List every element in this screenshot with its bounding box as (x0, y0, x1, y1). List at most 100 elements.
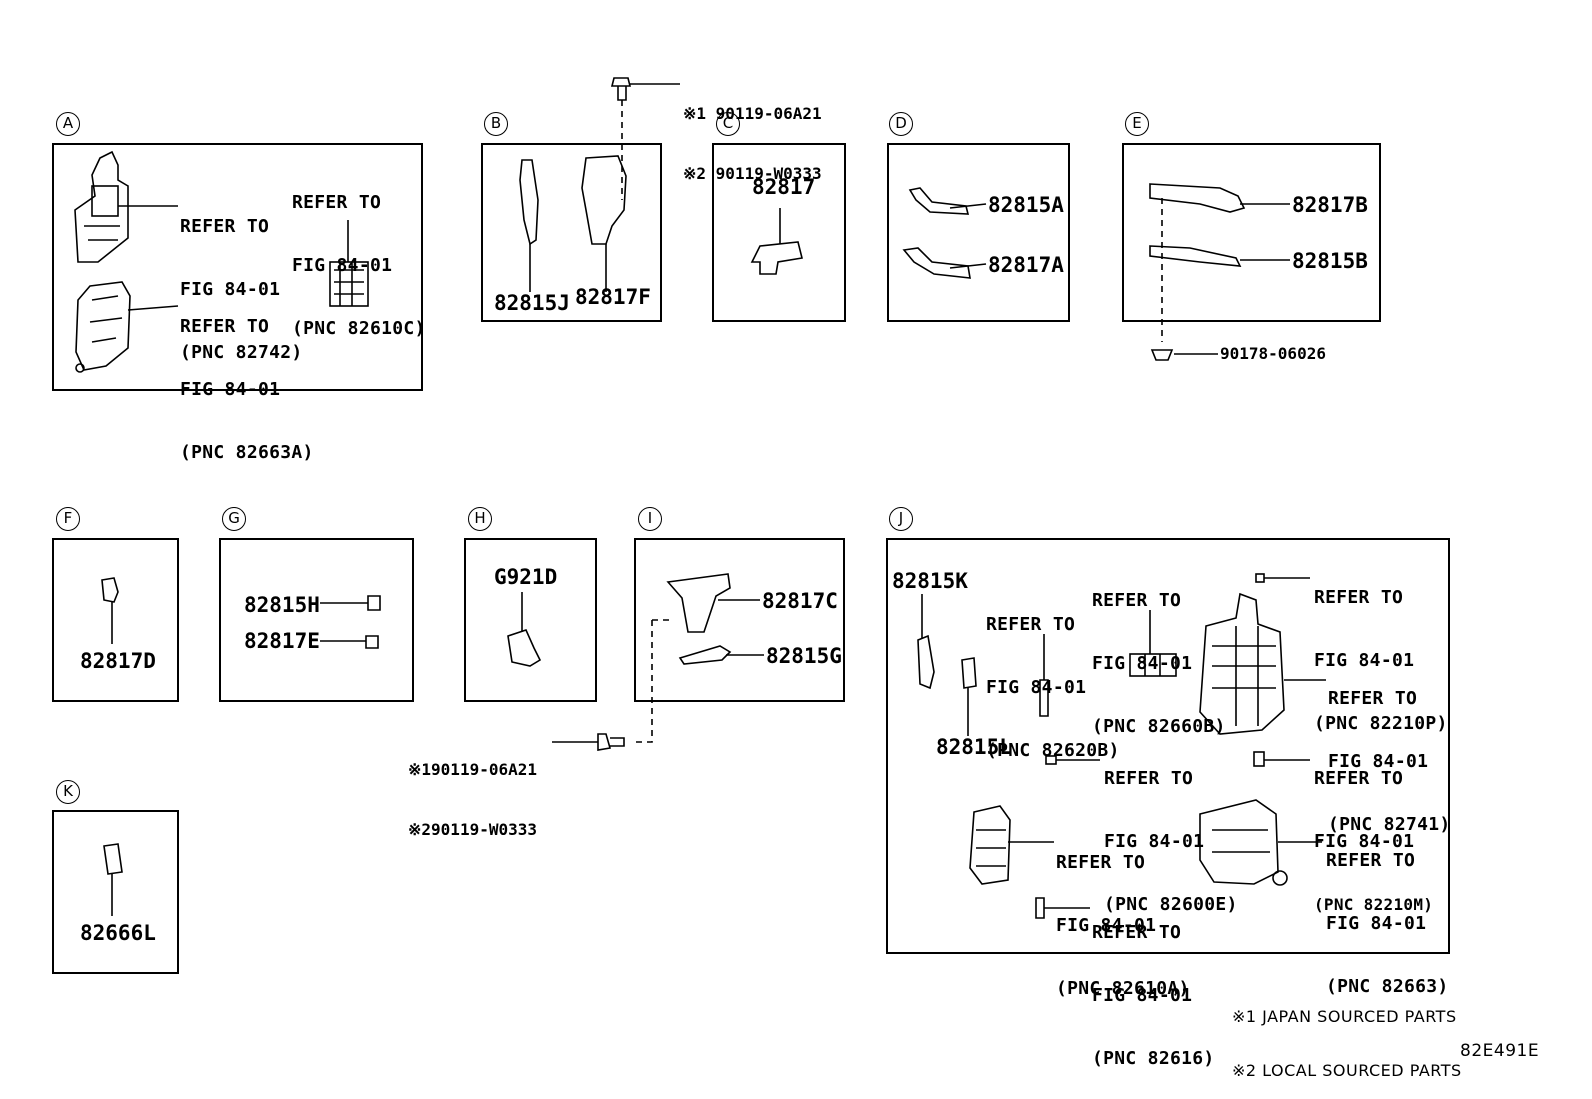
bolt-top-label[interactable]: ※1 90119-06A21 ※2 90119-W0333 (683, 64, 822, 204)
ref-82742[interactable]: REFER TO FIG 84-01 (PNC 82742) (180, 174, 303, 384)
ref-line3: (PNC 82210M) (1314, 895, 1434, 914)
ref-82210M[interactable]: REFER TO FIG 84-01 (PNC 82210M) (1314, 726, 1433, 936)
part-82817D-illustration (101, 577, 119, 603)
ref-line2: FIG 84-01 (986, 677, 1087, 698)
ref-line1: REFER TO (1092, 590, 1182, 611)
bolt-top-line2: ※2 90119-W0333 (683, 164, 822, 183)
ref-line3: (PNC 82742) (180, 342, 303, 363)
ref-82610A[interactable]: REFER TO FIG 84-01 (PNC 82610A) (1056, 810, 1190, 1020)
panel-k (52, 810, 179, 974)
panel-letter-g: G (222, 507, 246, 531)
ref-82663[interactable]: REFER TO FIG 84-01 (PNC 82663) (1326, 808, 1449, 1018)
part-label-82817B[interactable]: 82817B (1292, 193, 1368, 217)
part-82610C-illustration (329, 261, 369, 307)
panel-f (52, 538, 179, 702)
panel-letter-a: A (56, 112, 80, 136)
part-82815H-illustration (367, 595, 381, 611)
ref-line2: FIG 84-01 (1326, 913, 1427, 934)
part-label-82666L[interactable]: 82666L (80, 921, 156, 945)
bolt-bottom-illustration (597, 733, 625, 751)
panel-a (52, 143, 423, 391)
panel-g (219, 538, 414, 702)
part-label-82815L[interactable]: 82815L (936, 735, 1012, 759)
part-label-82817C[interactable]: 82817C (762, 589, 838, 613)
panel-b (481, 143, 662, 322)
ref-line2: FIG 84-01 (292, 255, 393, 276)
ref-line1: REFER TO (1314, 587, 1404, 608)
part-label-82817[interactable]: 82817 (752, 175, 816, 199)
part-82610A-illustration (969, 805, 1011, 885)
ref-line1: REFER TO (292, 192, 382, 213)
ref-82741[interactable]: REFER TO FIG 84-01 (PNC 82741) (1328, 646, 1451, 856)
ref-line2: FIG 84-01 (1328, 751, 1429, 772)
part-label-82815B[interactable]: 82815B (1292, 249, 1368, 273)
ref-line1: REFER TO (1328, 688, 1418, 709)
panel-j (886, 538, 1450, 954)
ref-line2: FIG 84-01 (1056, 915, 1157, 936)
ref-82610C[interactable]: REFER TO FIG 84-01 (PNC 82610C) (292, 150, 426, 360)
ref-line1: REFER TO (180, 216, 270, 237)
ref-line1: REFER TO (1056, 852, 1146, 873)
part-82817B-illustration (1149, 183, 1246, 213)
ref-line2: FIG 84-01 (180, 279, 281, 300)
part-label-82815K[interactable]: 82815K (892, 569, 968, 593)
part-82815K-illustration (917, 634, 935, 690)
ref-82600E[interactable]: REFER TO FIG 84-01 (PNC 82600E) (1104, 726, 1238, 936)
part-label-82815H[interactable]: 82815H (244, 593, 320, 617)
ref-82616[interactable]: REFER TO FIG 84-01 (PNC 82616) (1092, 880, 1215, 1090)
panel-h (464, 538, 597, 702)
ref-82660B[interactable]: REFER TO FIG 84-01 (PNC 82660B) (1092, 548, 1226, 758)
part-label-90178-06026[interactable]: 90178-06026 (1220, 344, 1326, 363)
panel-c (712, 143, 846, 322)
ref-line1: REFER TO (1104, 768, 1194, 789)
ref-line2: FIG 84-01 (1314, 831, 1415, 852)
ref-82620B[interactable]: REFER TO FIG 84-01 (PNC 82620B) (986, 572, 1120, 782)
ref-82663A[interactable]: REFER TO FIG 84-01 (PNC 82663A) (180, 274, 314, 484)
bolt-top-illustration (610, 77, 632, 101)
legend-local: ※2 LOCAL SOURCED PARTS (1232, 1061, 1462, 1080)
ref-82210P[interactable]: REFER TO FIG 84-01 (PNC 82210P) (1314, 545, 1448, 755)
ref-line3: (PNC 82660B) (1092, 716, 1226, 737)
part-G921D-illustration (507, 629, 542, 667)
part-82817C-illustration (666, 573, 731, 633)
panel-d (887, 143, 1070, 322)
ref-line3: (PNC 82663A) (180, 442, 314, 463)
part-82815L-illustration (961, 657, 977, 689)
ref-line1: REFER TO (1314, 768, 1404, 789)
part-82741-illustration (1199, 592, 1285, 735)
ref-line1: REFER TO (986, 614, 1076, 635)
part-82817E-illustration (365, 635, 379, 649)
ref-line2: FIG 84-01 (1104, 831, 1205, 852)
ref-line3: (PNC 82210P) (1314, 713, 1448, 734)
part-label-82817A[interactable]: 82817A (988, 253, 1064, 277)
panel-letter-c: C (716, 112, 740, 136)
ref-line3: (PNC 82663) (1326, 976, 1449, 997)
part-82663A-illustration (75, 281, 131, 373)
ref-line1: REFER TO (1092, 922, 1182, 943)
clip-90178-illustration (1150, 349, 1174, 361)
ref-line3: (PNC 82620B) (986, 740, 1120, 761)
panel-letter-d: D (889, 112, 913, 136)
part-label-82817F[interactable]: 82817F (575, 285, 651, 309)
ref-line1: REFER TO (180, 316, 270, 337)
bolt-bottom-line2: ※290119-W0333 (408, 820, 537, 839)
panel-i (634, 538, 845, 702)
part-label-G921D[interactable]: G921D (494, 565, 558, 589)
panel-letter-i: I (638, 507, 662, 531)
part-82815G-illustration (678, 645, 732, 665)
panel-letter-b: B (484, 112, 508, 136)
panel-letter-j: J (889, 507, 913, 531)
part-label-82817D[interactable]: 82817D (80, 649, 156, 673)
part-label-82815J[interactable]: 82815J (494, 291, 570, 315)
panel-letter-k: K (56, 780, 80, 804)
ref-line1: REFER TO (1326, 850, 1416, 871)
bolt-bottom-label[interactable]: ※190119-06A21 ※290119-W0333 (408, 720, 537, 860)
part-label-82815G[interactable]: 82815G (766, 644, 842, 668)
legend: ※1 JAPAN SOURCED PARTS ※2 LOCAL SOURCED … (1232, 972, 1462, 1098)
part-label-82815A[interactable]: 82815A (988, 193, 1064, 217)
part-label-82817E[interactable]: 82817E (244, 629, 320, 653)
panel-e (1122, 143, 1381, 322)
ref-line2: FIG 84-01 (180, 379, 281, 400)
part-82742-illustration (74, 150, 129, 263)
